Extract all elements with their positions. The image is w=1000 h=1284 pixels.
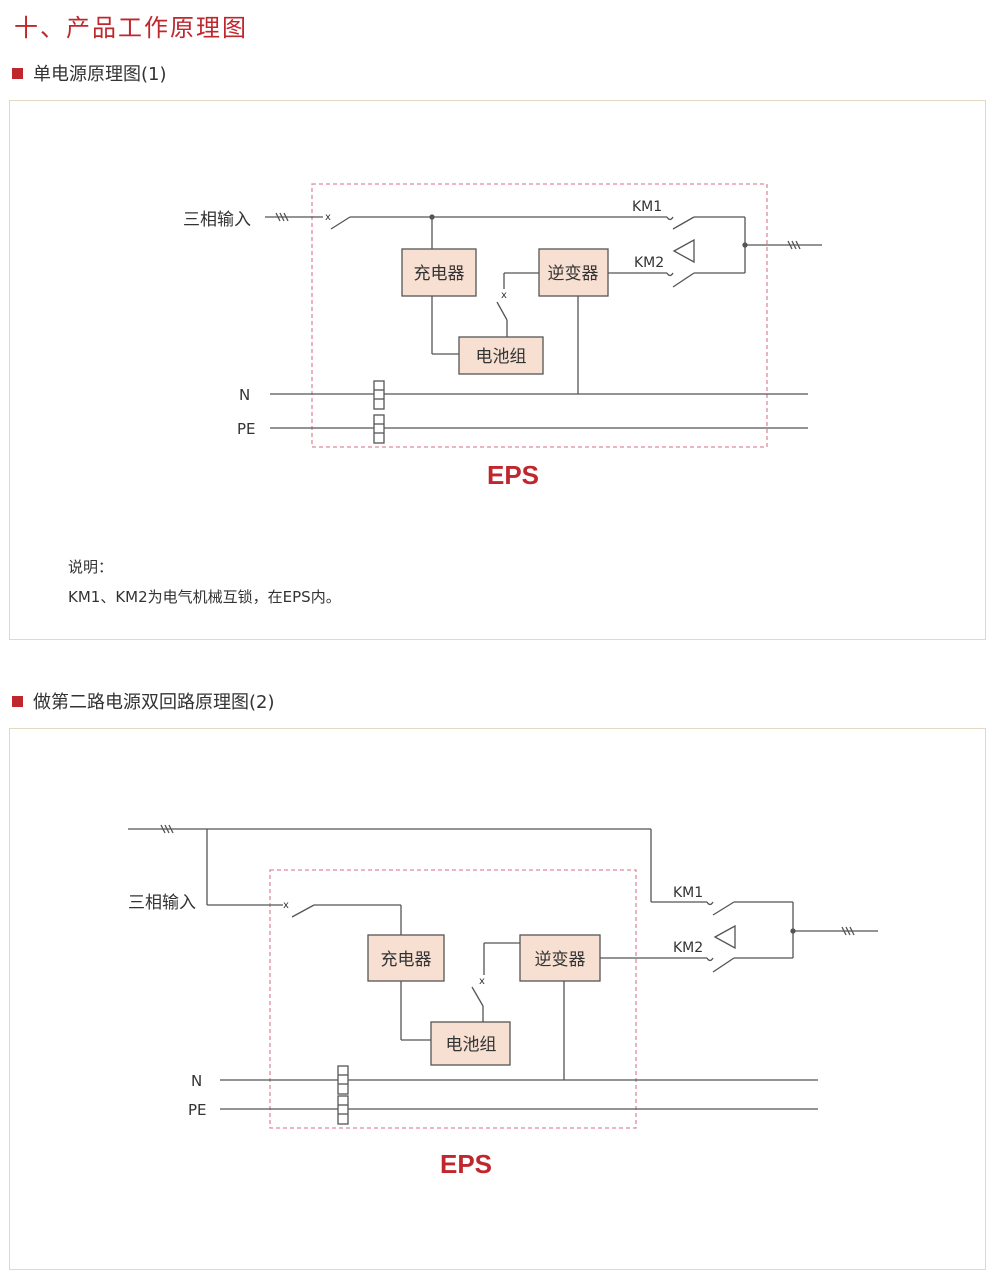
square-bullet-icon [12, 695, 23, 707]
svg-text:x: x [479, 976, 485, 987]
charger-label: 充电器 [414, 264, 465, 284]
note-title: 说明： [68, 558, 114, 576]
inverter-box [519, 934, 601, 982]
dual-power-diagram: x x [128, 824, 878, 1179]
output-three-phase-marker-icon [787, 240, 801, 250]
battery-switch [471, 986, 484, 1007]
pe-label: PE [237, 420, 256, 438]
input-breaker-switch [330, 216, 351, 230]
battery-switch [496, 301, 508, 321]
n-terminal-icon [337, 1065, 349, 1095]
svg-text:x: x [325, 212, 331, 223]
km2-contactor [672, 272, 695, 288]
section2-heading-text: 做第二路电源双回路原理图(2) [33, 692, 275, 713]
interlock-triangle-icon [672, 238, 695, 264]
pe-terminal-icon [337, 1095, 349, 1125]
inverter-label: 逆变器 [535, 950, 586, 970]
eps-label: EPS [487, 460, 539, 490]
section1-heading-text: 单电源原理图(1) [33, 64, 167, 85]
km1-contactor [672, 216, 695, 230]
charger-box [367, 934, 445, 982]
charger-box [401, 248, 477, 297]
n-label: N [239, 386, 250, 404]
section1-panel: x x [9, 100, 986, 640]
km2-label: KM2 [673, 940, 703, 956]
n-label: N [191, 1072, 202, 1090]
battery-label: 电池组 [446, 1035, 497, 1055]
second-source-marker-icon [160, 824, 174, 834]
single-power-diagram: x x [183, 183, 822, 490]
input-label: 三相输入 [183, 210, 251, 230]
note-text: KM1、KM2为电气机械互锁，在EPS内。 [68, 588, 341, 606]
eps-boundary [311, 183, 768, 448]
charger-label: 充电器 [381, 950, 432, 970]
inverter-label: 逆变器 [548, 264, 599, 284]
svg-text:x: x [501, 290, 507, 301]
svg-text:x: x [283, 900, 289, 911]
km2-contactor [712, 957, 735, 973]
inverter-box [538, 248, 609, 297]
km2-label: KM2 [634, 255, 664, 271]
input-label: 三相输入 [128, 893, 196, 913]
section2-panel: x x [9, 728, 986, 1270]
n-terminal-icon [373, 380, 385, 410]
output-three-phase-marker-icon [841, 926, 855, 936]
eps-label: EPS [440, 1149, 492, 1179]
interlock-triangle-icon [713, 924, 736, 950]
section2-heading: 做第二路电源双回路原理图(2) [12, 688, 275, 714]
three-phase-marker-icon [275, 212, 289, 222]
eps-boundary [269, 869, 637, 1129]
square-bullet-icon [12, 67, 23, 79]
battery-label: 电池组 [476, 347, 527, 367]
section1-heading: 单电源原理图(1) [12, 60, 167, 86]
page-title: 十、产品工作原理图 [14, 14, 248, 42]
pe-label: PE [188, 1101, 207, 1119]
input-breaker-switch [291, 904, 315, 918]
km1-label: KM1 [632, 199, 662, 215]
battery-box [458, 336, 544, 375]
km1-label: KM1 [673, 885, 703, 901]
pe-terminal-icon [373, 414, 385, 444]
km1-contactor [712, 901, 735, 916]
battery-box [430, 1021, 511, 1066]
